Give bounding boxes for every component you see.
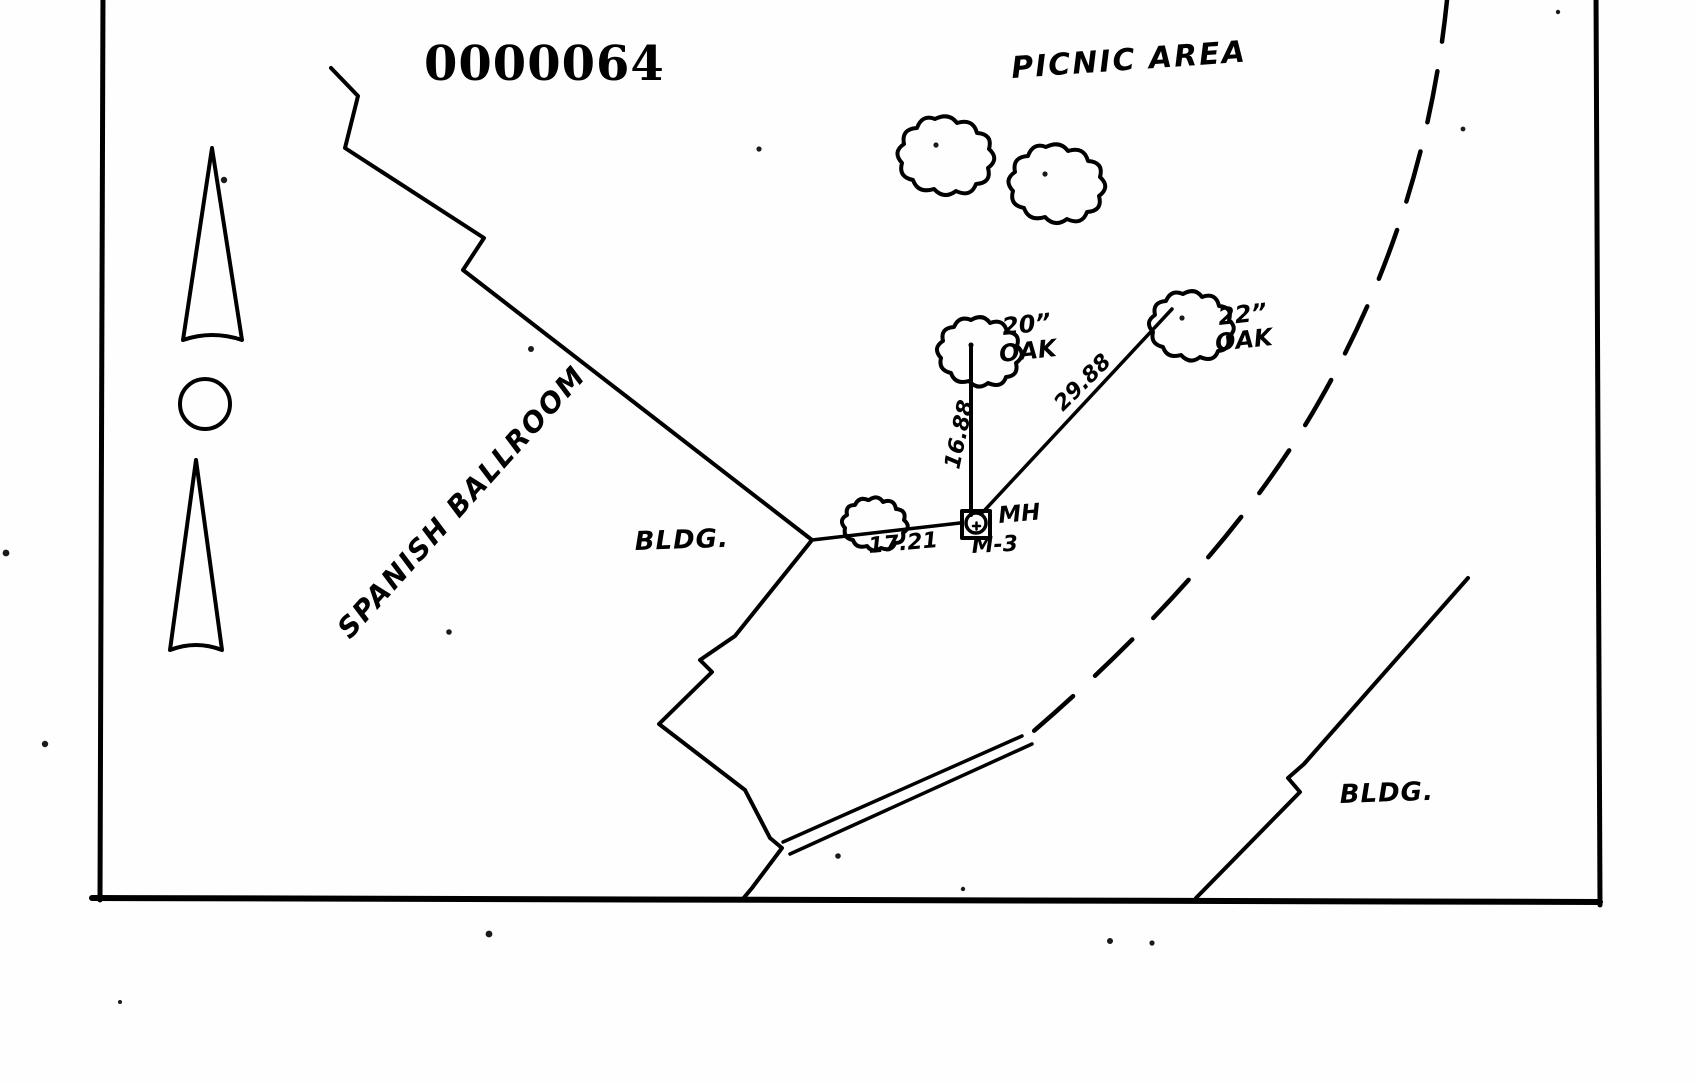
tree-symbol-picnic-2 [1006, 142, 1108, 225]
tie-line-to-building [810, 521, 962, 542]
spanish-ballroom-building-outline [329, 66, 814, 902]
stamp-number: 0000064 [424, 36, 665, 92]
spanish-ballroom-label-group: SPANISH BALLROOM [331, 359, 593, 645]
dimension-17-21: 17.21 [867, 528, 939, 559]
tree-symbol-20in-oak [935, 315, 1024, 517]
tree-20in-size-label: 20” [1001, 308, 1053, 341]
right-building-outline [1194, 576, 1470, 900]
sheet-border [89, 0, 1603, 908]
picnic-area-label: PICNIC AREA [1010, 35, 1248, 86]
tree-22in-species-label: OAK [1214, 323, 1277, 357]
dashed-curve [1025, 0, 1450, 739]
manhole-number-label: M-3 [971, 532, 1019, 559]
tree-20in-species-label: OAK [998, 334, 1061, 368]
tree-22in-size-label: 22” [1217, 298, 1269, 331]
walkway-double-line [781, 734, 1034, 856]
dimension-16-88: 16.88 [940, 398, 979, 471]
building-label-right: BLDG. [1339, 777, 1434, 810]
building-label-left: BLDG. [634, 524, 729, 557]
tie-line-to-22in-oak [981, 307, 1174, 514]
north-arrow [168, 146, 244, 652]
manhole-symbol [960, 509, 992, 540]
shrub-symbol [840, 495, 910, 553]
spanish-ballroom-label-line1: SPANISH BALLROOM [331, 359, 593, 645]
scan-noise-specks [2, 9, 1561, 1004]
manhole-label: MH [997, 499, 1041, 529]
tree-symbol-picnic-1 [895, 114, 997, 197]
tree-symbol-22in-oak [1147, 289, 1236, 363]
